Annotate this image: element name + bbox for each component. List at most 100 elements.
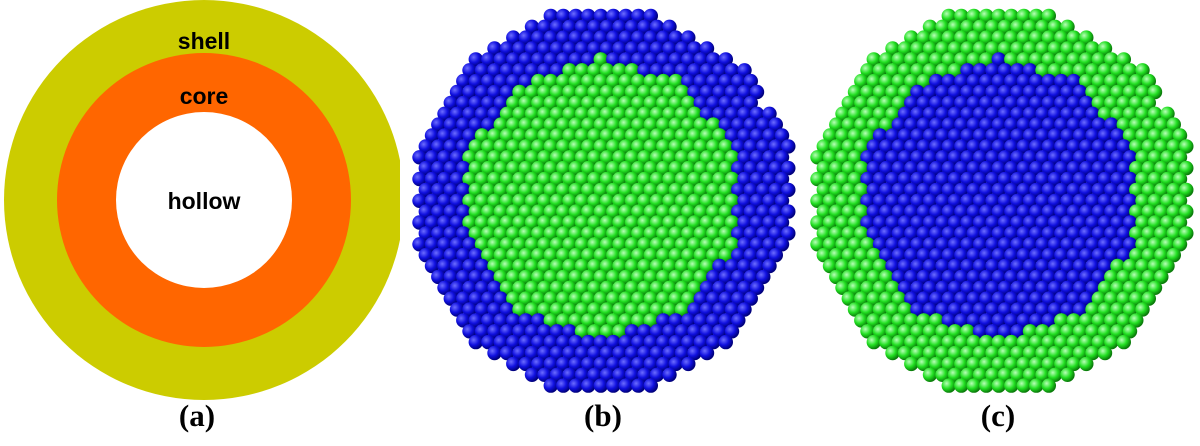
inner-atom (531, 73, 546, 89)
inner-atom (587, 171, 602, 187)
inner-atom (954, 117, 969, 132)
inner-atom (693, 139, 708, 154)
inner-atom (537, 302, 552, 317)
inner-atom (947, 302, 963, 317)
outer-atom (1141, 117, 1156, 132)
inner-atom (929, 269, 944, 285)
inner-atom (687, 215, 702, 230)
inner-atom (1060, 193, 1075, 208)
inner-atom (941, 73, 956, 89)
inner-atom (606, 95, 621, 111)
inner-atom (674, 237, 690, 252)
inner-atom (1041, 204, 1056, 219)
inner-atom (1016, 139, 1031, 154)
outer-atom (922, 19, 938, 34)
outer-atom (904, 73, 919, 89)
outer-atom (774, 171, 790, 187)
outer-atom (891, 291, 906, 306)
outer-atom (774, 215, 790, 230)
atomistic-particle-c (810, 8, 1194, 393)
inner-atom (599, 128, 615, 143)
outer-atom (443, 204, 458, 219)
inner-atom (624, 280, 640, 295)
inner-atom (1104, 247, 1119, 263)
outer-atom (1097, 324, 1113, 339)
inner-atom (612, 150, 627, 165)
inner-atom (960, 84, 975, 100)
outer-atom (731, 139, 746, 154)
outer-atom (412, 150, 427, 165)
outer-atom (1135, 280, 1150, 295)
inner-atom (512, 106, 527, 122)
outer-atom (449, 215, 465, 230)
inner-atom (1097, 193, 1113, 208)
inner-atom (606, 117, 621, 132)
inner-atom (1116, 160, 1131, 176)
inner-atom (656, 139, 671, 154)
outer-atom (574, 367, 590, 382)
outer-atom (1160, 150, 1175, 165)
outer-atom (724, 280, 740, 295)
inner-atom (1004, 160, 1019, 176)
inner-atom (518, 160, 533, 176)
inner-atom (891, 117, 906, 132)
outer-atom (756, 269, 771, 285)
outer-atom (897, 63, 913, 78)
inner-atom (941, 313, 956, 328)
inner-atom (574, 302, 590, 317)
outer-atom (487, 324, 502, 339)
outer-atom (1172, 128, 1188, 143)
inner-atom (997, 193, 1013, 208)
inner-atom (668, 291, 683, 306)
inner-atom (631, 182, 646, 198)
outer-atom (1022, 324, 1038, 339)
outer-atom (524, 63, 540, 78)
outer-atom (737, 280, 752, 295)
inner-atom (1016, 160, 1031, 176)
inner-atom (1072, 171, 1088, 187)
inner-atom (941, 269, 956, 285)
inner-atom (631, 160, 646, 176)
inner-atom (1041, 291, 1056, 306)
inner-atom (468, 204, 483, 219)
outer-atom (706, 291, 721, 306)
outer-atom (731, 226, 746, 241)
inner-atom (966, 139, 981, 154)
outer-atom (556, 52, 571, 67)
outer-atom (418, 204, 433, 219)
outer-atom (847, 193, 863, 208)
inner-atom (1004, 117, 1019, 132)
inner-atom (954, 182, 969, 198)
inner-atom (1072, 302, 1088, 317)
outer-atom (1141, 204, 1156, 219)
inner-atom (1016, 73, 1031, 89)
inner-atom (904, 160, 919, 176)
inner-atom (891, 160, 906, 176)
outer-atom (829, 117, 844, 132)
outer-atom (637, 367, 652, 382)
outer-atom (599, 345, 615, 361)
inner-atom (718, 226, 733, 241)
inner-atom (1010, 84, 1025, 100)
outer-atom (841, 95, 856, 111)
outer-atom (835, 258, 850, 274)
inner-atom (618, 269, 633, 285)
inner-atom (1085, 237, 1100, 252)
outer-atom (781, 226, 796, 241)
outer-atom (474, 63, 490, 78)
inner-atom (885, 237, 900, 252)
outer-atom (1066, 52, 1081, 67)
outer-atom (506, 356, 521, 372)
outer-atom (960, 19, 975, 34)
outer-atom (991, 8, 1006, 24)
inner-atom (537, 258, 552, 274)
inner-atom (649, 84, 665, 100)
outer-atom (1129, 247, 1144, 263)
inner-atom (885, 171, 900, 187)
inner-atom (474, 193, 490, 208)
inner-atom (866, 204, 881, 219)
outer-atom (631, 52, 646, 67)
outer-atom (537, 367, 552, 382)
outer-atom (524, 19, 540, 34)
inner-atom (587, 302, 602, 317)
